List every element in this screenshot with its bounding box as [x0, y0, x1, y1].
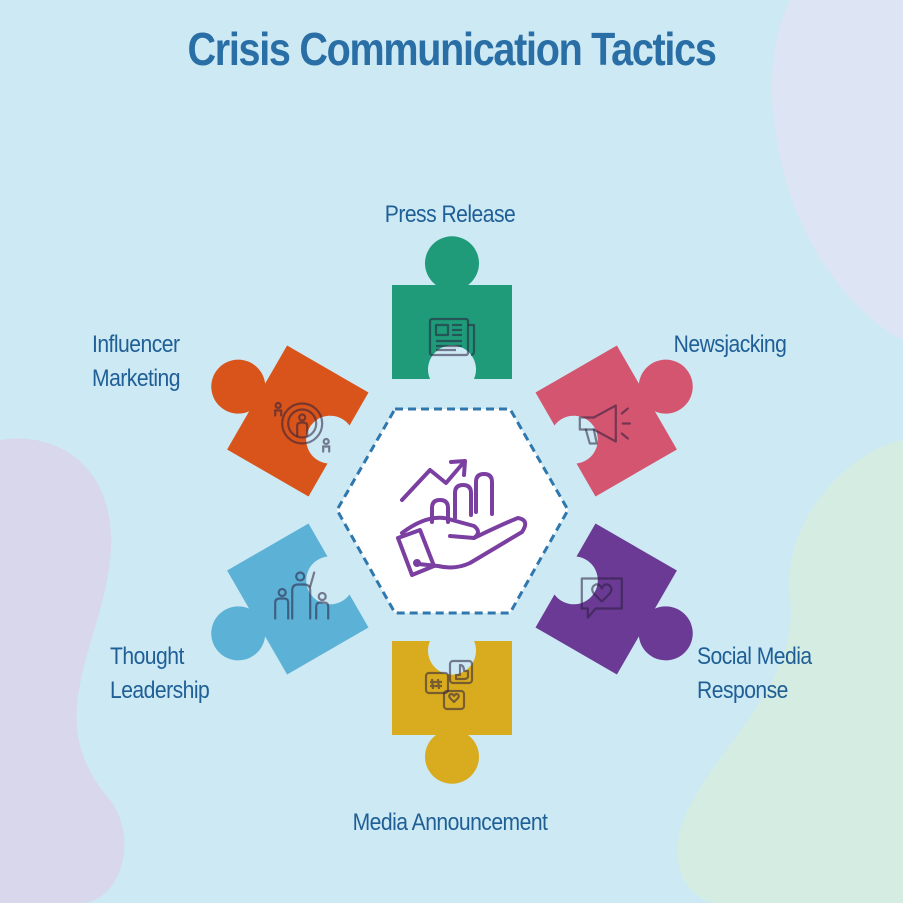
blob-top-right: [771, 0, 903, 340]
newspaper-icon: [428, 317, 476, 357]
puzzle-piece: [535, 523, 720, 699]
blob-left: [0, 438, 125, 903]
label-thought-leadership: Thought Leadership: [110, 640, 286, 708]
label-line: Leadership: [110, 677, 210, 704]
leader-figures-icon: [274, 571, 330, 620]
label-line: Newsjacking: [673, 331, 787, 358]
center-hexagon: [335, 407, 570, 615]
megaphone-icon: [578, 404, 631, 445]
growth-hand-icon: [396, 459, 528, 577]
label-line: Press Release: [384, 201, 516, 228]
page-title: Crisis Communication Tactics: [187, 23, 716, 75]
label-line: Influencer: [92, 331, 180, 358]
tactic-icons: [274, 317, 631, 711]
label-line: Thought: [110, 643, 184, 670]
label-newsjacking: Newsjacking: [633, 328, 827, 362]
label-line: Response: [697, 677, 788, 704]
puzzle-piece: [392, 641, 512, 784]
label-influencer-marketing: Influencer Marketing: [92, 328, 268, 396]
blob-right: [677, 440, 903, 903]
chat-heart-icon: [580, 577, 623, 619]
influencer-target-icon: [274, 401, 331, 453]
label-media-announcement: Media Announcement: [274, 806, 626, 840]
label-line: Social Media: [697, 643, 812, 670]
label-social-media-response: Social Media Response: [697, 640, 873, 708]
label-line: Marketing: [92, 365, 181, 392]
label-line: Media Announcement: [352, 809, 548, 836]
social-chat-icon: [424, 659, 474, 711]
puzzle-piece: [392, 236, 512, 379]
label-press-release: Press Release: [318, 198, 582, 232]
